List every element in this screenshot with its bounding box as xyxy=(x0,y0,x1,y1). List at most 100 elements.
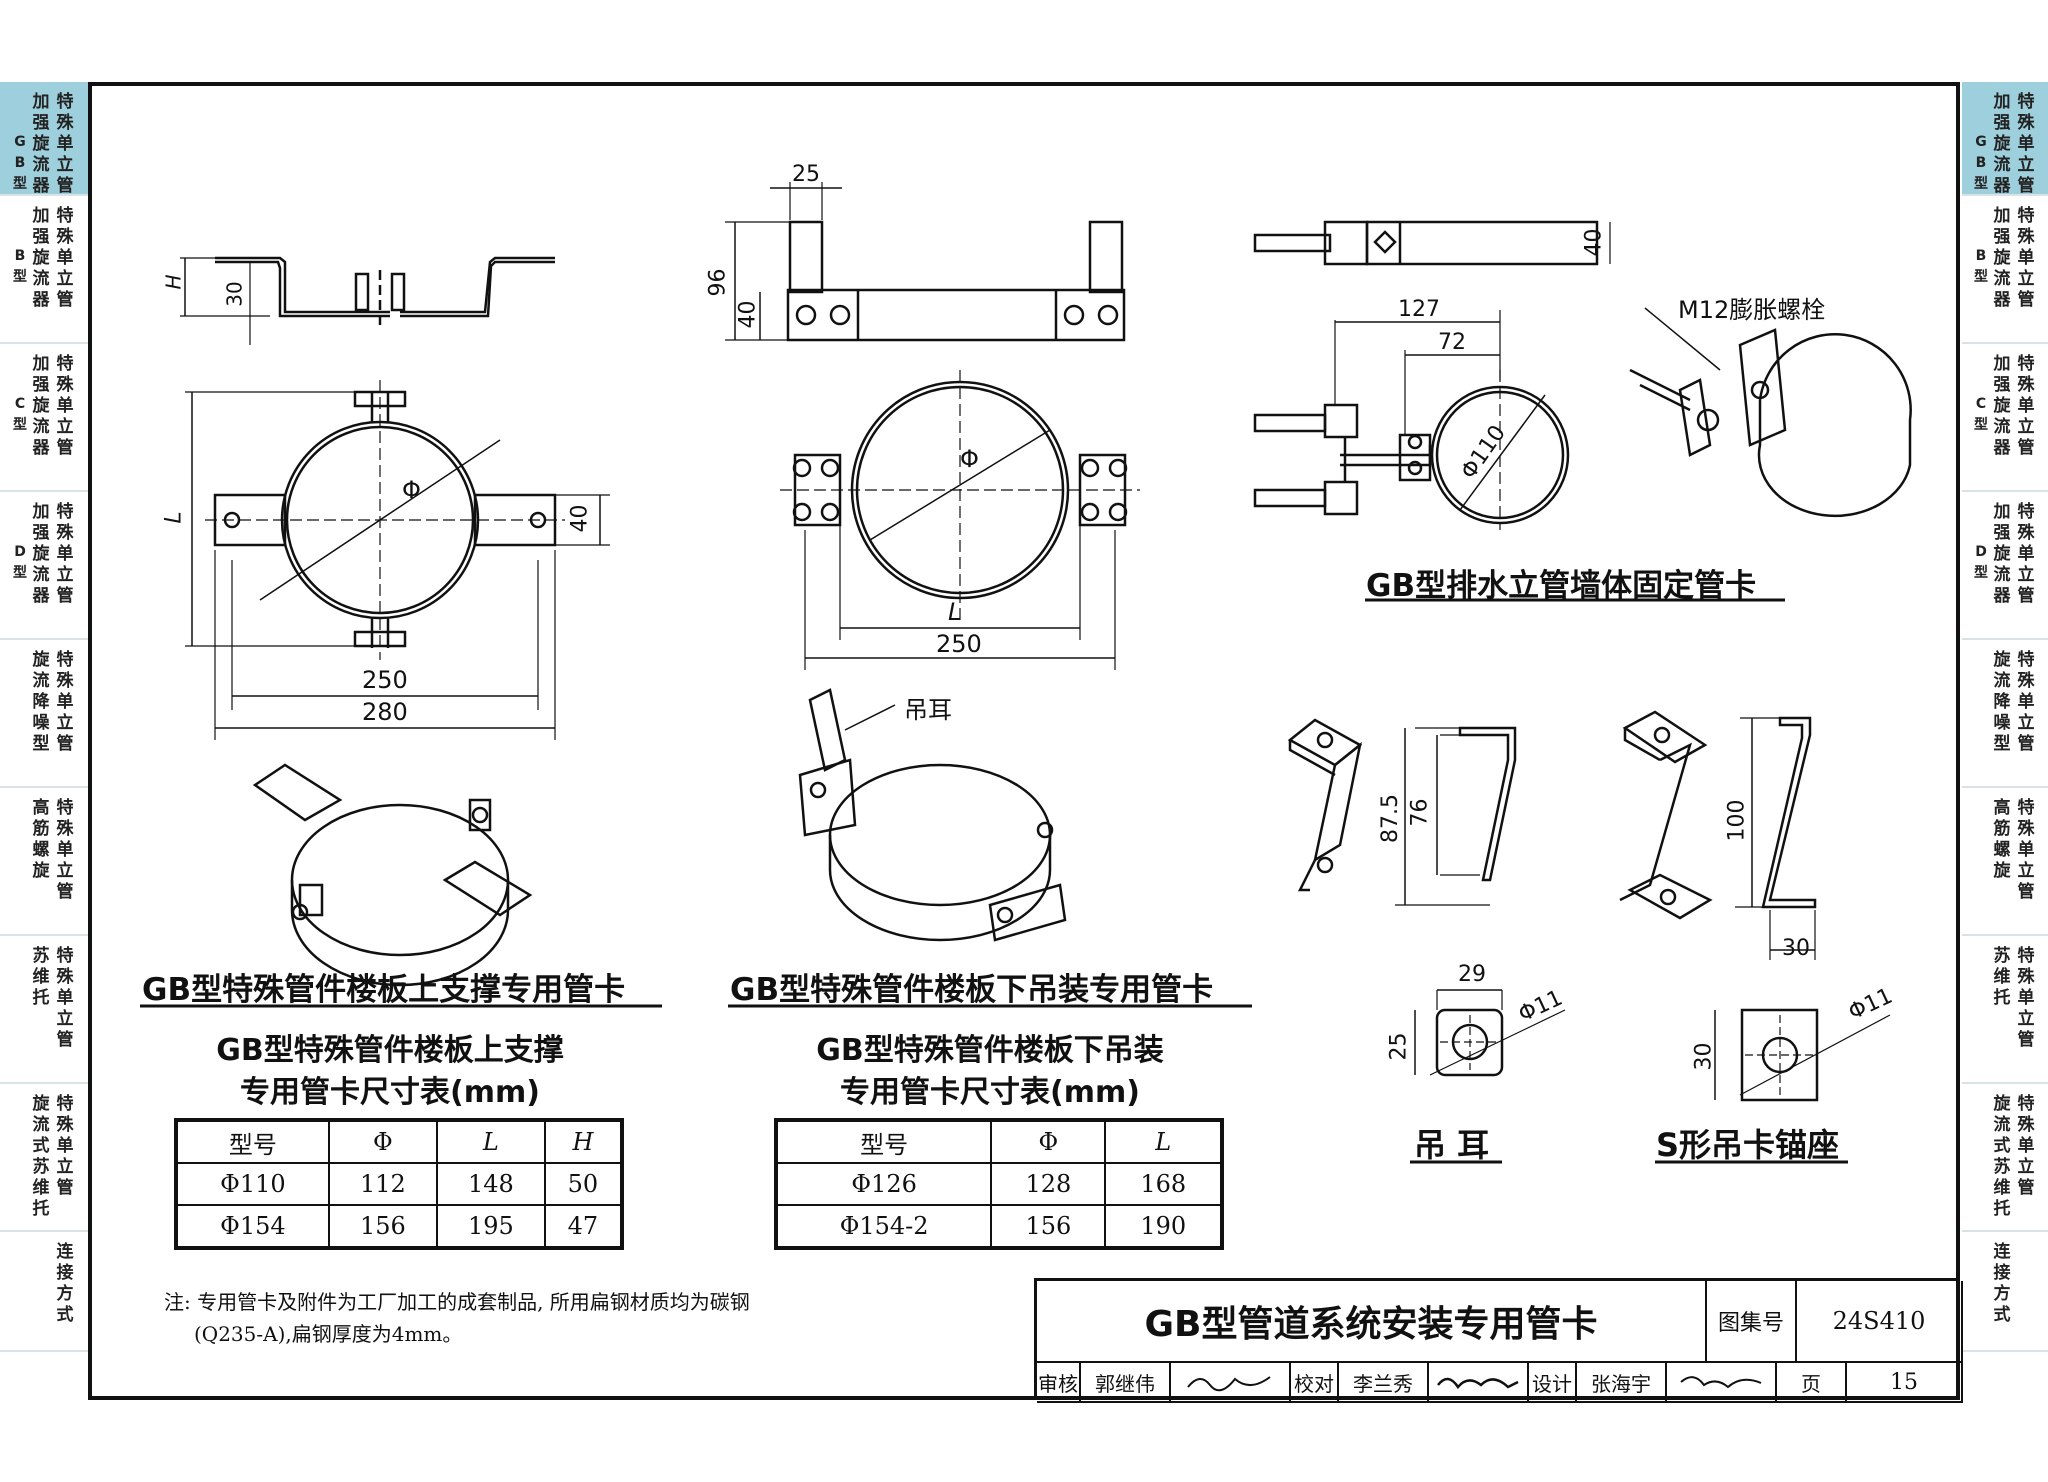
left-tab-col3: 特殊单立管 xyxy=(56,92,74,196)
design-label: 设计 xyxy=(1529,1363,1577,1403)
reviewer-signature xyxy=(1171,1363,1291,1403)
support-table-title: GB型特殊管件楼板上支撑 专用管卡尺寸表(mm) xyxy=(170,1030,610,1114)
right-tab-4[interactable]: 旋流降噪型特殊单立管 xyxy=(1962,640,2048,788)
left-tab-col1: D型 xyxy=(13,544,27,581)
hanging-ear-side-view xyxy=(1395,726,1517,906)
left-tab-label: 高筋螺旋特殊单立管 xyxy=(0,798,88,903)
dim-30c-label: 30 xyxy=(1691,1042,1717,1071)
right-tab-col2: 旋流式苏维托 xyxy=(1993,1094,2011,1219)
wall-clamp-side-view xyxy=(1253,220,1611,266)
reviewer-name: 郭继伟 xyxy=(1081,1363,1171,1403)
left-tab-8[interactable]: 连接方式 xyxy=(0,1232,88,1352)
hanging-clamp-isometric xyxy=(798,688,1067,942)
dim-250-label: 250 xyxy=(362,666,408,694)
right-tab-label: GB型加强旋流器特殊单立管 xyxy=(1962,92,2048,197)
left-tab-3[interactable]: D型加强旋流器特殊单立管 xyxy=(0,492,88,640)
dim-phi-label: Φ xyxy=(402,476,421,504)
right-tab-label: C型加强旋流器特殊单立管 xyxy=(1962,354,2048,459)
s-anchor-isometric xyxy=(1619,710,1713,920)
right-tab-5[interactable]: 高筋螺旋特殊单立管 xyxy=(1962,788,2048,936)
table-header-row: 型号 Φ L H xyxy=(175,1119,624,1164)
wall-clamp-isometric xyxy=(1629,307,1912,518)
table-header-cell: Φ xyxy=(327,1119,438,1164)
right-tab-3[interactable]: D型加强旋流器特殊单立管 xyxy=(1962,492,2048,640)
support-clamp-top-view xyxy=(185,380,610,740)
table-cell: Φ110 xyxy=(175,1162,330,1206)
designer-name: 张海宇 xyxy=(1577,1363,1667,1403)
left-tab-label: D型加强旋流器特殊单立管 xyxy=(0,502,88,607)
wall-clamp-caption: GB型排水立管墙体固定管卡 xyxy=(1366,568,1757,604)
right-tab-0[interactable]: GB型加强旋流器特殊单立管 xyxy=(1962,82,2048,196)
table-row: Φ110 112 148 50 xyxy=(175,1162,624,1206)
signature-icon xyxy=(1680,1376,1762,1389)
right-tab-col1: GB型 xyxy=(1974,134,1988,192)
left-tab-col3: 特殊单立管 xyxy=(56,206,74,310)
table-cell: 168 xyxy=(1104,1162,1223,1206)
signature-icon xyxy=(1437,1377,1519,1390)
dim-phi2-label: Φ xyxy=(960,445,979,473)
dim-280-label: 280 xyxy=(362,698,408,726)
support-clamp-caption: GB型特殊管件楼板上支撑专用管卡 xyxy=(142,972,626,1008)
right-tab-col2: 旋流降噪型 xyxy=(1993,650,2011,754)
right-tab-2[interactable]: C型加强旋流器特殊单立管 xyxy=(1962,344,2048,492)
left-tab-col2: 旋流降噪型 xyxy=(32,650,50,754)
right-tab-col3: 特殊单立管 xyxy=(2017,946,2035,1050)
table-cell: Φ154 xyxy=(175,1204,330,1249)
left-tab-0[interactable]: GB型加强旋流器特殊单立管 xyxy=(0,82,88,196)
note-line2: (Q235-A),扁钢厚度为4mm。 xyxy=(194,1322,463,1346)
atlas-number: 24S410 xyxy=(1797,1281,1963,1363)
table-row: Φ126 128 168 xyxy=(774,1162,1223,1206)
left-tab-6[interactable]: 苏维托特殊单立管 xyxy=(0,936,88,1084)
left-tab-col2: 加强旋流器 xyxy=(32,206,50,310)
ear-label: 吊耳 xyxy=(904,696,952,724)
atlas-label: 图集号 xyxy=(1707,1281,1797,1363)
left-tab-7[interactable]: 旋流式苏维托特殊单立管 xyxy=(0,1084,88,1232)
table-row: Φ154 156 195 47 xyxy=(175,1204,624,1249)
table-cell: 190 xyxy=(1104,1204,1223,1249)
table-header-cell: L xyxy=(1104,1119,1223,1164)
right-tab-7[interactable]: 旋流式苏维托特殊单立管 xyxy=(1962,1084,2048,1232)
right-tab-label: 高筋螺旋特殊单立管 xyxy=(1962,798,2048,903)
left-tab-1[interactable]: B型加强旋流器特殊单立管 xyxy=(0,196,88,344)
table-header-cell: L xyxy=(435,1119,546,1164)
right-tab-col2: 加强旋流器 xyxy=(1993,92,2011,196)
dim-l-label: L xyxy=(161,511,187,524)
dim-76-label: 76 xyxy=(1407,798,1433,827)
table-header-cell: 型号 xyxy=(175,1119,330,1164)
left-tab-4[interactable]: 旋流降噪型特殊单立管 xyxy=(0,640,88,788)
review-label: 审核 xyxy=(1037,1363,1081,1403)
bolt-label: M12膨胀螺栓 xyxy=(1678,296,1826,324)
table-header-row: 型号 Φ L xyxy=(774,1119,1223,1164)
checker-name: 李兰秀 xyxy=(1339,1363,1429,1403)
right-tab-6[interactable]: 苏维托特殊单立管 xyxy=(1962,936,2048,1084)
dim-29-label: 29 xyxy=(1458,962,1486,987)
left-tab-5[interactable]: 高筋螺旋特殊单立管 xyxy=(0,788,88,936)
support-clamp-isometric xyxy=(252,763,533,987)
right-tab-1[interactable]: B型加强旋流器特殊单立管 xyxy=(1962,196,2048,344)
hanging-ear-plan xyxy=(1414,989,1566,1077)
left-tab-col1: GB型 xyxy=(13,134,27,192)
left-tab-2[interactable]: C型加强旋流器特殊单立管 xyxy=(0,344,88,492)
left-tab-col2: 苏维托 xyxy=(32,946,50,1008)
support-clamp-table: 型号 Φ L H Φ110 112 148 50 Φ154 156 195 47 xyxy=(174,1118,624,1250)
left-tab-col3: 特殊单立管 xyxy=(56,354,74,458)
hanging-table-title: GB型特殊管件楼板下吊装 专用管卡尺寸表(mm) xyxy=(770,1030,1210,1114)
right-tab-col3: 特殊单立管 xyxy=(2017,92,2035,196)
right-tab-label: D型加强旋流器特殊单立管 xyxy=(1962,502,2048,607)
support-clamp-side-view xyxy=(180,256,555,345)
hanging-ear-caption: 吊 耳 xyxy=(1414,1126,1490,1164)
table-cell: Φ154-2 xyxy=(774,1204,993,1249)
dim-30-label: 30 xyxy=(222,281,247,307)
right-tab-8[interactable]: 连接方式 xyxy=(1962,1232,2048,1352)
left-tab-col3: 特殊单立管 xyxy=(56,946,74,1050)
signature-icon xyxy=(1187,1376,1271,1392)
left-tab-col3: 连接方式 xyxy=(56,1242,74,1325)
left-tab-label: GB型加强旋流器特殊单立管 xyxy=(0,92,88,197)
dim-25-label: 25 xyxy=(792,162,820,187)
dim-l2-label: L xyxy=(948,598,962,626)
hanging-clamp-table: 型号 Φ L Φ126 128 168 Φ154-2 156 190 xyxy=(774,1118,1224,1250)
left-tab-col3: 特殊单立管 xyxy=(56,650,74,754)
hanging-clamp-caption: GB型特殊管件楼板下吊装专用管卡 xyxy=(730,972,1214,1008)
